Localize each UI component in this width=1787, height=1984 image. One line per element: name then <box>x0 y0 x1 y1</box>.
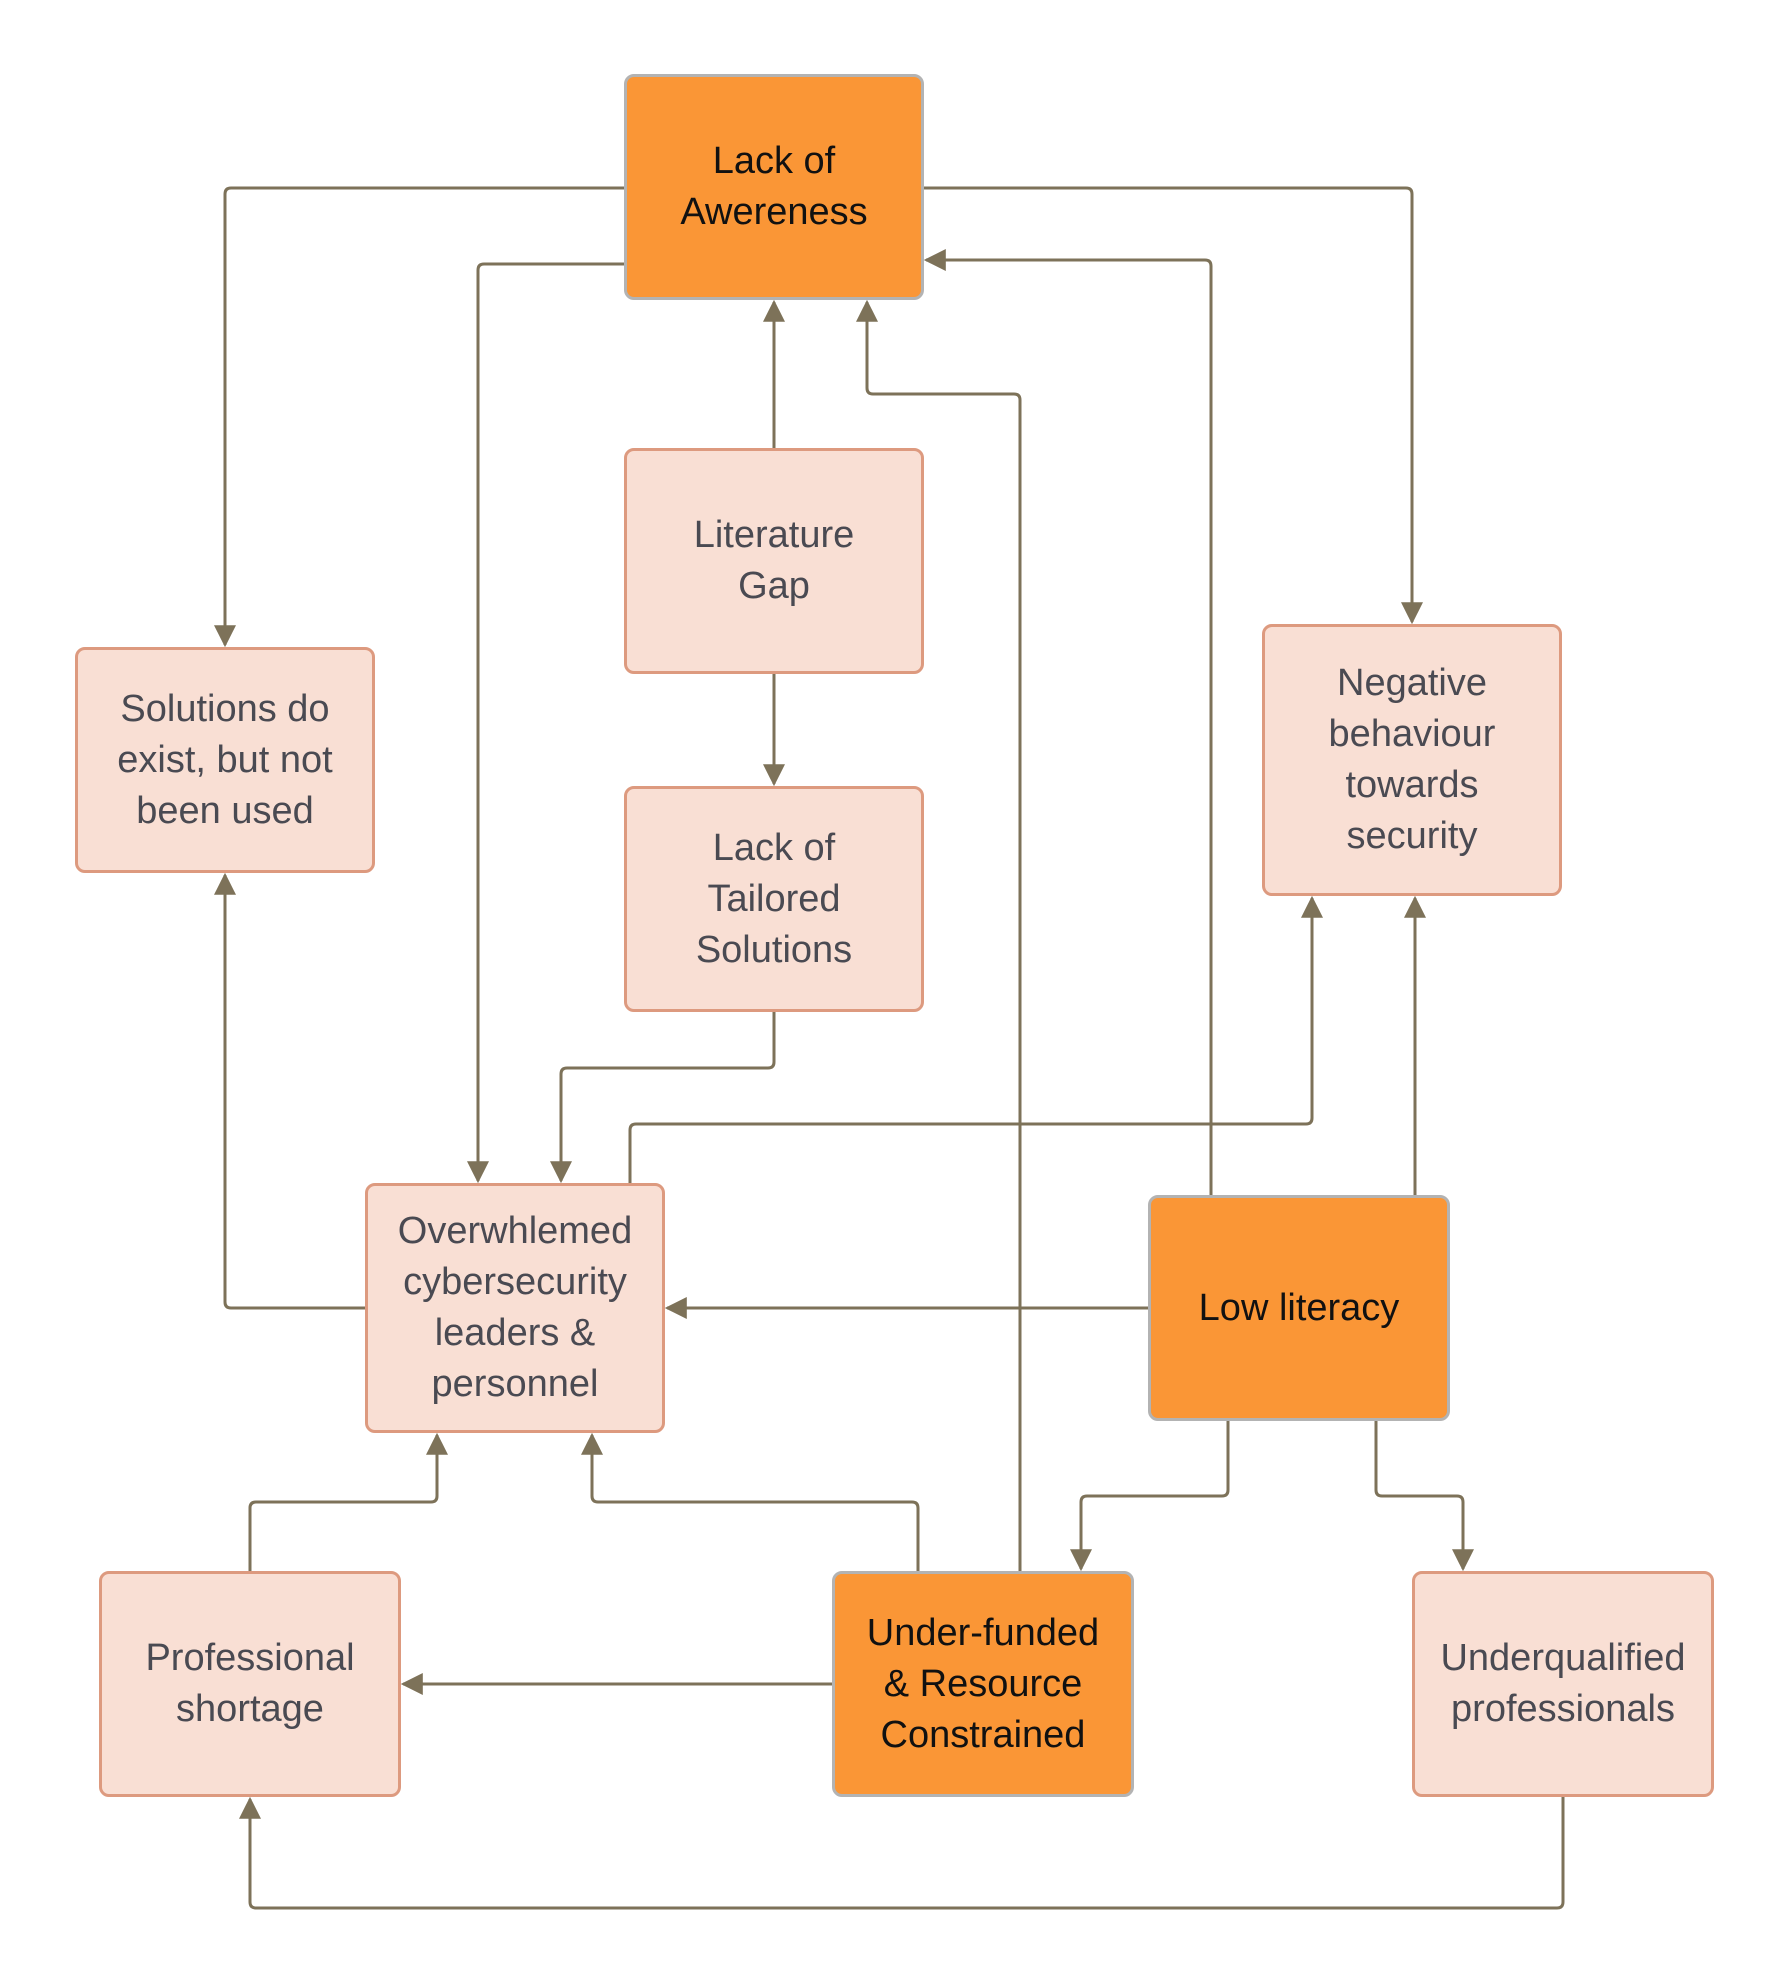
connector-low-literacy-to-underqualified-professionals <box>1374 1421 1474 1572</box>
node-literature-gap: Literature Gap <box>624 448 924 674</box>
node-under-funded: Under-funded & Resource Constrained <box>832 1571 1134 1797</box>
connector-lack-of-tailored-solutions-to-overwhelmed-leaders <box>550 1012 776 1184</box>
node-solutions-not-used: Solutions do exist, but not been used <box>75 647 375 873</box>
connector-overwhelmed-leaders-to-negative-behaviour <box>628 895 1323 1183</box>
connector-low-literacy-to-lack-of-awareness <box>923 249 1213 1195</box>
node-low-literacy: Low literacy <box>1148 1195 1450 1421</box>
connector-low-literacy-to-under-funded <box>1070 1421 1230 1572</box>
connector-under-funded-to-lack-of-awareness <box>856 299 1022 1571</box>
connector-lack-of-awareness-to-overwhelmed-leaders <box>467 262 624 1184</box>
node-professional-shortage: Professional shortage <box>99 1571 401 1797</box>
connector-under-funded-to-overwhelmed-leaders <box>581 1432 920 1571</box>
connector-underqualified-professionals-to-professional-shortage <box>239 1796 1565 1910</box>
node-lack-of-awareness: Lack of Awereness <box>624 74 924 300</box>
connector-lack-of-awareness-to-solutions-not-used <box>214 186 624 648</box>
node-overwhelmed-leaders: Overwhlemed cybersecurity leaders & pers… <box>365 1183 665 1433</box>
connector-overwhelmed-leaders-to-solutions-not-used <box>214 872 365 1310</box>
connector-lack-of-awareness-to-negative-behaviour <box>924 186 1423 625</box>
node-negative-behaviour: Negative behaviour towards security <box>1262 624 1562 896</box>
node-lack-of-tailored-solutions: Lack of Tailored Solutions <box>624 786 924 1012</box>
connector-professional-shortage-to-overwhelmed-leaders <box>248 1432 448 1571</box>
node-underqualified-professionals: Underqualified professionals <box>1412 1571 1714 1797</box>
